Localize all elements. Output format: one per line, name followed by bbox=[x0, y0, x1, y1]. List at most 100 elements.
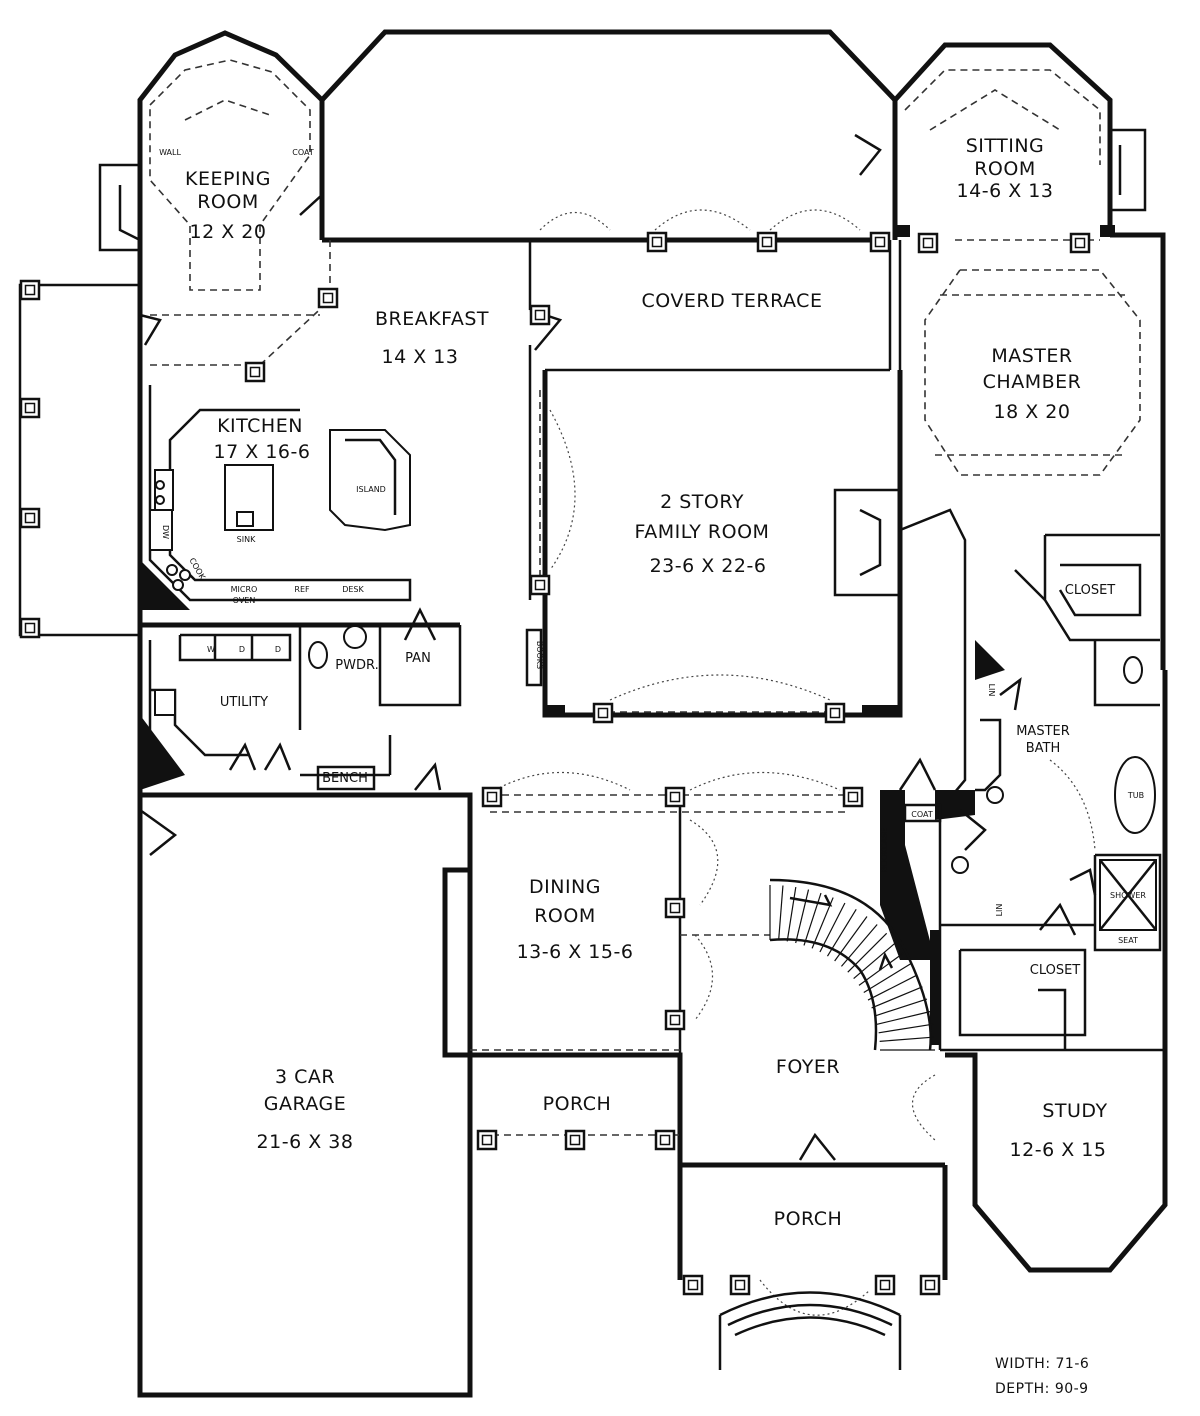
stair-tread bbox=[863, 963, 911, 994]
column-post bbox=[874, 1274, 896, 1296]
sitting-room-name1: SITTING bbox=[966, 135, 1045, 157]
family-room-size: 23-6 X 22-6 bbox=[650, 555, 767, 577]
kitchen-name: KITCHEN bbox=[217, 415, 303, 437]
garage-name2: GARAGE bbox=[264, 1093, 347, 1115]
master-tub bbox=[1114, 756, 1156, 834]
coat2-label: COAT bbox=[911, 810, 933, 819]
washer-label: W bbox=[207, 645, 215, 654]
porch-side-name: PORCH bbox=[543, 1093, 612, 1115]
stair-tread bbox=[834, 916, 868, 962]
column-post bbox=[592, 702, 614, 724]
keeping-room-name1: KEEPING bbox=[185, 168, 271, 190]
dryer1-label: D bbox=[239, 645, 245, 654]
column-post bbox=[729, 1274, 751, 1296]
garage-name1: 3 CAR bbox=[275, 1066, 335, 1088]
stair-tread bbox=[874, 998, 928, 1017]
family-room-name1: 2 STORY bbox=[660, 491, 744, 513]
dimension-notes: WIDTH: 71-6 DEPTH: 90-9 bbox=[995, 1356, 1089, 1397]
column-post bbox=[646, 231, 668, 253]
foyer-name: FOYER bbox=[776, 1056, 840, 1078]
column-post bbox=[529, 304, 551, 326]
powder-sink bbox=[343, 625, 367, 649]
utility-name: UTILITY bbox=[220, 695, 268, 710]
dining-room-size: 13-6 X 15-6 bbox=[517, 941, 634, 963]
cook-label: COOK bbox=[187, 556, 207, 581]
master-chamber-size: 18 X 20 bbox=[994, 401, 1071, 423]
stair-tread bbox=[878, 1023, 934, 1034]
column-post bbox=[317, 287, 339, 309]
kitchen-counters bbox=[148, 385, 412, 602]
bookcase-label: BOOKCASE bbox=[880, 828, 889, 872]
study-size: 12-6 X 15 bbox=[1010, 1139, 1107, 1161]
width-note: WIDTH: 71-6 bbox=[995, 1356, 1089, 1372]
stair-tread bbox=[879, 1036, 935, 1042]
breakfast-name: BREAKFAST bbox=[375, 308, 489, 330]
master-closet-name: CLOSET bbox=[1065, 583, 1116, 598]
plumbing-fixtures bbox=[150, 563, 1157, 1050]
stair-tread bbox=[847, 932, 888, 973]
column-post bbox=[564, 1129, 586, 1151]
sitting-room-size: 14-6 X 13 bbox=[957, 180, 1054, 202]
oven-label: OVEN bbox=[233, 596, 256, 605]
covered-terrace-name: COVERD TERRACE bbox=[642, 290, 823, 312]
seat-label: SEAT bbox=[1118, 936, 1138, 945]
master-bath-name2: BATH bbox=[1026, 741, 1061, 756]
garage-size: 21-6 X 38 bbox=[257, 1131, 354, 1153]
stair-tread bbox=[795, 889, 810, 944]
stair-tread bbox=[876, 1010, 931, 1025]
column-post bbox=[19, 397, 41, 419]
lin1-label: LIN bbox=[987, 684, 996, 697]
sink-label: SINK bbox=[237, 535, 256, 544]
master-chamber-name2: CHAMBER bbox=[983, 371, 1082, 393]
door-arcs bbox=[494, 209, 1096, 1316]
side-pergola bbox=[18, 283, 140, 637]
island-label: ISLAND bbox=[356, 485, 386, 494]
dryer2-label: D bbox=[275, 645, 281, 654]
desk-label: DESK bbox=[342, 585, 364, 594]
fixture-labels: ISLAND SINK MICRO OVEN REF DESK DW COOK … bbox=[159, 148, 1146, 945]
column-post bbox=[824, 702, 846, 724]
master-bath-name1: MASTER bbox=[1016, 724, 1070, 739]
column-post bbox=[529, 574, 551, 596]
books-label: BOOKS bbox=[535, 641, 544, 669]
column-post bbox=[664, 897, 686, 919]
porch-steps bbox=[718, 1291, 902, 1370]
master-toilet bbox=[1123, 656, 1143, 684]
kitchen-size: 17 X 16-6 bbox=[214, 441, 311, 463]
fireplaces bbox=[98, 128, 1147, 597]
ref-label: REF bbox=[294, 585, 310, 594]
shower-label: SHOWER bbox=[1110, 891, 1146, 900]
wall-label: WALL bbox=[159, 148, 181, 157]
column-post bbox=[664, 1009, 686, 1031]
family-room-name2: FAMILY ROOM bbox=[635, 521, 770, 543]
stair-tread bbox=[786, 886, 797, 942]
exterior-walls bbox=[137, 29, 1168, 1398]
room-labels: KEEPING ROOM 12 X 20 BREAKFAST 14 X 13 K… bbox=[185, 135, 1115, 1230]
column-post bbox=[1069, 232, 1091, 254]
powder-toilet bbox=[308, 641, 328, 669]
pantry-name: PAN bbox=[405, 651, 431, 666]
tub-label: TUB bbox=[1127, 791, 1144, 800]
stair-tread bbox=[778, 885, 784, 941]
porch-front-name: PORCH bbox=[774, 1208, 843, 1230]
curved-staircase bbox=[769, 878, 935, 1051]
coat1-label: COAT bbox=[292, 148, 314, 157]
closet2-name: CLOSET bbox=[1030, 963, 1081, 978]
column-post bbox=[917, 232, 939, 254]
column-post bbox=[19, 279, 41, 301]
depth-note: DEPTH: 90-9 bbox=[995, 1381, 1089, 1397]
kitchen-island bbox=[329, 429, 411, 532]
stair-tread bbox=[853, 942, 896, 980]
column-post bbox=[476, 1129, 498, 1151]
keeping-room-name2: ROOM bbox=[197, 191, 259, 213]
powder-name: PWDR. bbox=[335, 658, 378, 673]
column-post bbox=[756, 231, 778, 253]
column-post bbox=[654, 1129, 676, 1151]
ceiling-trim bbox=[149, 59, 1141, 1136]
stair-tread bbox=[819, 902, 846, 953]
dw-label: DW bbox=[161, 525, 170, 539]
doors bbox=[139, 133, 1097, 1161]
bench-label: BENCH bbox=[322, 771, 368, 786]
keeping-room-size: 12 X 20 bbox=[190, 221, 267, 243]
